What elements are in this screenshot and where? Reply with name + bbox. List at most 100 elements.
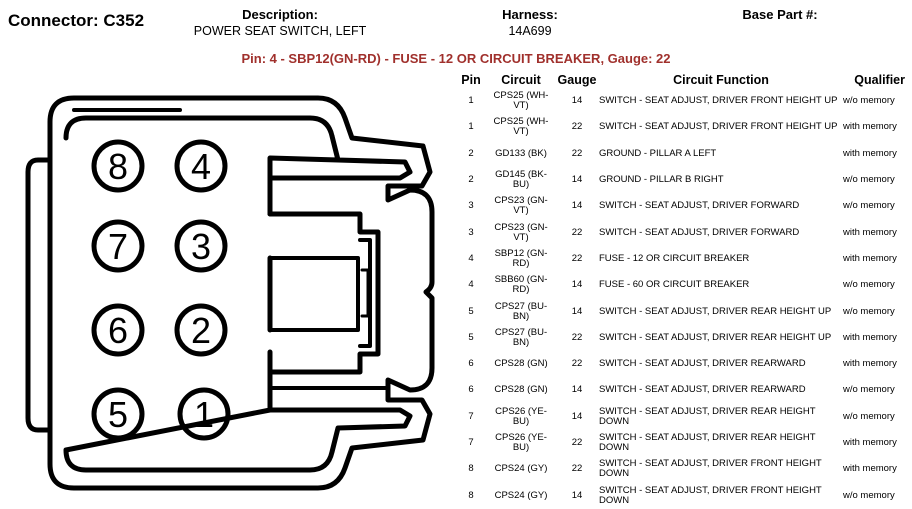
cell-circuit: CPS25 (WH-VT) (493, 90, 549, 112)
pin-table: Pin Circuit Gauge Circuit Function Quali… (455, 71, 905, 509)
cell-gauge: 22 (571, 463, 583, 475)
pin-cavity-5 (91, 387, 145, 441)
cell-gauge: 14 (571, 384, 583, 396)
pin-banner: Pin: 4 - SBP12(GN-RD) - FUSE - 12 OR CIR… (241, 51, 671, 66)
cell-circuit-function: SWITCH - SEAT ADJUST, DRIVER REAR HEIGHT… (599, 432, 816, 453)
housing-inner-outline (63, 115, 413, 473)
cell-circuit-function: GROUND - PILLAR B RIGHT (599, 174, 724, 186)
cell-pin: 1 (468, 95, 474, 107)
cell-circuit-function: SWITCH - SEAT ADJUST, DRIVER FRONT HEIGH… (599, 484, 822, 506)
connector-face-diagram: 8 4 7 3 6 2 5 1 (25, 95, 435, 491)
cell-circuit: CPS23 (GN-VT) (494, 195, 548, 217)
center-tab (360, 268, 370, 318)
cell-qualifier: w/o memory (843, 410, 895, 422)
pin-label-7: 7 (108, 226, 128, 267)
cell-circuit-function: GROUND - PILLAR A LEFT (599, 147, 717, 159)
pin-label-4: 4 (191, 146, 211, 187)
center-latch (267, 211, 381, 375)
connector-title: Connector: C352 (8, 11, 145, 30)
cell-circuit: CPS26 (YE-BU) (495, 405, 547, 427)
cell-circuit-function: SWITCH - SEAT ADJUST, DRIVER REAR HEIGHT… (599, 305, 832, 317)
table-row: 7 CPS26 (YE-BU) 14 SWITCH - SEAT ADJUST, DR… (455, 404, 905, 430)
cell-qualifier: w/o memory (843, 384, 895, 396)
cell-qualifier: with memory (843, 147, 897, 159)
cell-circuit: SBB60 (GN-RD) (494, 274, 548, 296)
cell-circuit: GD133 (BK) (495, 147, 547, 159)
header-circuit: Circuit (501, 72, 541, 87)
pin-cavity-2 (174, 303, 228, 357)
table-row: 3 CPS23 (GN-VT) 14 SWITCH - SEAT ADJUST, DR… (455, 193, 905, 219)
header-pin: Pin (461, 72, 481, 87)
cell-pin: 2 (468, 174, 474, 186)
description-value: POWER SEAT SWITCH, LEFT (193, 24, 367, 38)
pin-label-1: 1 (194, 394, 214, 435)
pin-cavity-4 (174, 139, 228, 193)
center-latch-inner (358, 238, 372, 348)
description-label: Description: (242, 7, 318, 22)
housing-outer-outline (47, 95, 435, 491)
cell-gauge: 14 (571, 95, 583, 107)
cell-circuit: CPS28 (GN) (494, 358, 548, 370)
cell-gauge: 22 (571, 226, 583, 238)
pin-cavity-6 (91, 303, 145, 357)
cell-qualifier: with memory (843, 226, 897, 238)
cell-pin: 8 (468, 489, 474, 501)
cell-circuit: CPS24 (GY) (494, 489, 548, 501)
cell-pin: 3 (468, 226, 474, 238)
cell-gauge: 14 (571, 410, 583, 422)
pin-cavity-1 (177, 387, 231, 441)
left-latch (25, 157, 53, 433)
cell-qualifier: w/o memory (843, 279, 895, 291)
base-part-label: Base Part #: (742, 7, 818, 22)
cell-qualifier: with memory (843, 121, 897, 133)
cell-qualifier: with memory (843, 358, 897, 370)
pin-table-header: Pin Circuit Gauge Circuit Function Quali… (455, 71, 905, 88)
pin-cavity-7 (91, 219, 145, 273)
cell-circuit-function: FUSE - 60 OR CIRCUIT BREAKER (599, 279, 750, 291)
cell-pin: 5 (468, 331, 474, 343)
cell-qualifier: w/o memory (843, 489, 895, 501)
cell-pin: 6 (468, 358, 474, 370)
cell-circuit-function: SWITCH - SEAT ADJUST, DRIVER FORWARD (599, 200, 800, 212)
cell-pin: 5 (468, 305, 474, 317)
cell-circuit-function: FUSE - 12 OR CIRCUIT BREAKER (599, 252, 750, 264)
cell-qualifier: with memory (843, 252, 897, 264)
cell-circuit-function: SWITCH - SEAT ADJUST, DRIVER REARWARD (599, 384, 806, 396)
cell-pin: 2 (468, 147, 474, 159)
cell-circuit: CPS25 (WH-VT) (493, 116, 549, 138)
cell-pin: 7 (468, 410, 474, 422)
cell-qualifier: w/o memory (843, 174, 895, 186)
cell-qualifier: with memory (843, 331, 897, 343)
cell-gauge: 14 (571, 200, 583, 212)
header-qualifier: Qualifier (854, 72, 905, 87)
cell-gauge: 22 (571, 147, 583, 159)
cell-circuit: CPS28 (GN) (494, 384, 548, 396)
harness-label: Harness: (502, 7, 558, 22)
cell-circuit: SBP12 (GN-RD) (494, 247, 548, 269)
cell-circuit-function: SWITCH - SEAT ADJUST, DRIVER FRONT HEIGH… (599, 458, 822, 480)
harness-value: 14A699 (508, 24, 552, 38)
cell-pin: 3 (468, 200, 474, 212)
cell-circuit-function: SWITCH - SEAT ADJUST, DRIVER FRONT HEIGH… (599, 95, 838, 107)
table-row: 1 CPS25 (WH-VT) 14 SWITCH - SEAT ADJUST, DR… (455, 88, 905, 114)
cell-circuit-function: SWITCH - SEAT ADJUST, DRIVER REAR HEIGHT… (599, 405, 816, 427)
cell-circuit-function: SWITCH - SEAT ADJUST, DRIVER REAR HEIGHT… (599, 331, 832, 343)
cell-circuit-function: SWITCH - SEAT ADJUST, DRIVER FRONT HEIGH… (599, 121, 838, 133)
cell-qualifier: with memory (843, 463, 897, 475)
cell-pin: 1 (468, 121, 474, 133)
cell-circuit: CPS23 (GN-VT) (494, 221, 548, 243)
table-row: 2 GD133 (BK) 22 GROUND - PILLAR A LEFT with … (455, 141, 905, 167)
cell-pin: 4 (468, 279, 474, 291)
cell-pin: 7 (468, 437, 474, 448)
cell-circuit: CPS27 (BU-BN) (494, 326, 548, 348)
pin-label-2: 2 (191, 310, 211, 351)
